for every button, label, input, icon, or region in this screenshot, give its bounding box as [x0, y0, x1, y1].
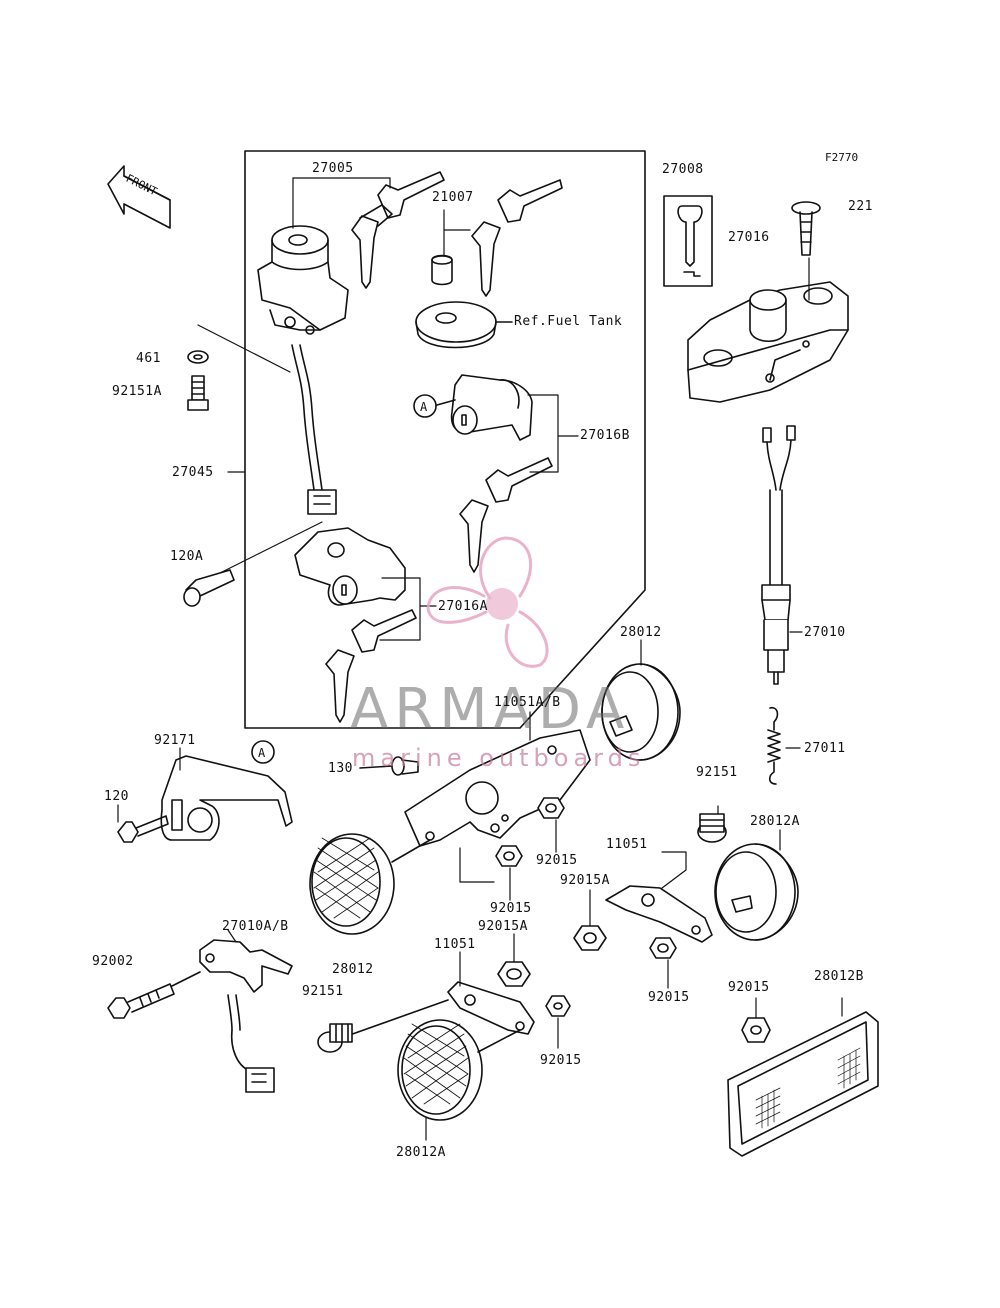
part-label-21007: 21007 [432, 190, 474, 205]
callout-a-bottom [251, 740, 275, 764]
screw-icon [791, 201, 821, 256]
part-label-27008: 27008 [662, 162, 704, 177]
nut-icon [573, 925, 607, 951]
bolt-icon [697, 813, 727, 843]
signal-bracket-icon [605, 885, 713, 943]
spring-icon [767, 706, 781, 785]
callout-a-bottom-label: A [258, 746, 266, 760]
part-label-27005: 27005 [312, 161, 354, 176]
lock-cylinder-icon [436, 374, 533, 441]
bolt-icon [107, 971, 201, 1019]
leader-lines [529, 639, 642, 741]
part-label-92151A: 92151A [112, 384, 162, 399]
leader-lines [459, 819, 557, 901]
nut-icon [545, 995, 571, 1017]
part-label-11051AB: 11051A/B [494, 695, 561, 710]
part-label-221: 221 [848, 199, 873, 214]
part-label-28012A: 28012A [396, 1145, 446, 1160]
bolt-icon [187, 375, 209, 411]
part-label-461: 461 [136, 351, 161, 366]
nut-icon [495, 845, 523, 867]
part-label-92015: 92015 [648, 990, 690, 1005]
turn-signal-lamp-icon [397, 1019, 521, 1121]
fuel-tank-cap-icon [415, 254, 513, 349]
part-label-28012: 28012 [332, 962, 374, 977]
key-icon [325, 609, 417, 723]
ref-fuel-tank-note: Ref.Fuel Tank [514, 314, 623, 329]
part-label-11051: 11051 [434, 937, 476, 952]
part-label-130: 130 [328, 761, 353, 776]
part-label-11051: 11051 [606, 837, 648, 852]
lock-cylinder-icon [294, 527, 406, 606]
nut-icon [497, 961, 531, 987]
leader-lines [785, 631, 803, 749]
nut-icon [537, 797, 565, 819]
leader-lines [197, 177, 579, 641]
neutral-switch-sensor-icon [761, 425, 796, 685]
part-label-27016A: 27016A [438, 599, 488, 614]
ignition-switch-icon [257, 225, 349, 515]
reflector-icon [727, 1011, 879, 1157]
part-label-92015: 92015 [536, 853, 578, 868]
part-label-92015: 92015 [540, 1053, 582, 1068]
part-label-28012B: 28012B [814, 969, 864, 984]
turn-signal-lamp-icon [601, 663, 681, 761]
key-tag-icon [663, 195, 713, 287]
washer-icon [187, 350, 209, 364]
turn-signal-lamp-icon [309, 833, 431, 935]
bolt-icon [359, 756, 419, 776]
part-label-92015: 92015 [490, 901, 532, 916]
part-label-28012A: 28012A [750, 814, 800, 829]
key-icon [459, 457, 553, 573]
bolt-icon [117, 815, 169, 843]
armada-logo-icon [426, 536, 549, 668]
leader-lines [227, 929, 237, 943]
part-label-92015A: 92015A [478, 919, 528, 934]
part-label-27016B: 27016B [580, 428, 630, 443]
part-label-92002: 92002 [92, 954, 134, 969]
plate-bracket-icon [160, 755, 293, 841]
assembly-frame [244, 150, 646, 729]
part-label-27045: 27045 [172, 465, 214, 480]
watermark-brand: ARMADA [350, 677, 631, 742]
part-label-92171: 92171 [154, 733, 196, 748]
part-label-27011: 27011 [804, 741, 846, 756]
front-arrow-icon [107, 165, 171, 229]
part-label-27010AB: 27010A/B [222, 919, 289, 934]
key-icon [351, 171, 445, 289]
leader-lines [661, 851, 687, 889]
callout-a-top-label: A [420, 400, 428, 414]
part-label-92015: 92015 [728, 980, 770, 995]
callout-a-top [413, 394, 437, 418]
part-label-28012: 28012 [620, 625, 662, 640]
nut-icon [741, 1017, 771, 1043]
watermark-tagline: marine outboards [352, 744, 646, 772]
figure-code: F2770 [825, 151, 859, 164]
bolt-icon [317, 1023, 353, 1053]
part-label-27010: 27010 [804, 625, 846, 640]
turn-signal-lamp-icon [714, 843, 799, 941]
bolt-icon [183, 569, 235, 607]
brake-light-switch-icon [199, 939, 293, 1093]
part-label-120: 120 [104, 789, 129, 804]
part-label-92015A: 92015A [560, 873, 610, 888]
signal-bracket-icon [404, 729, 591, 847]
part-label-27016: 27016 [728, 230, 770, 245]
part-label-120A: 120A [170, 549, 204, 564]
mount-bracket-icon [687, 281, 849, 403]
part-label-92151: 92151 [302, 984, 344, 999]
key-icon [471, 179, 563, 297]
nut-icon [649, 937, 677, 959]
part-label-92151: 92151 [696, 765, 738, 780]
